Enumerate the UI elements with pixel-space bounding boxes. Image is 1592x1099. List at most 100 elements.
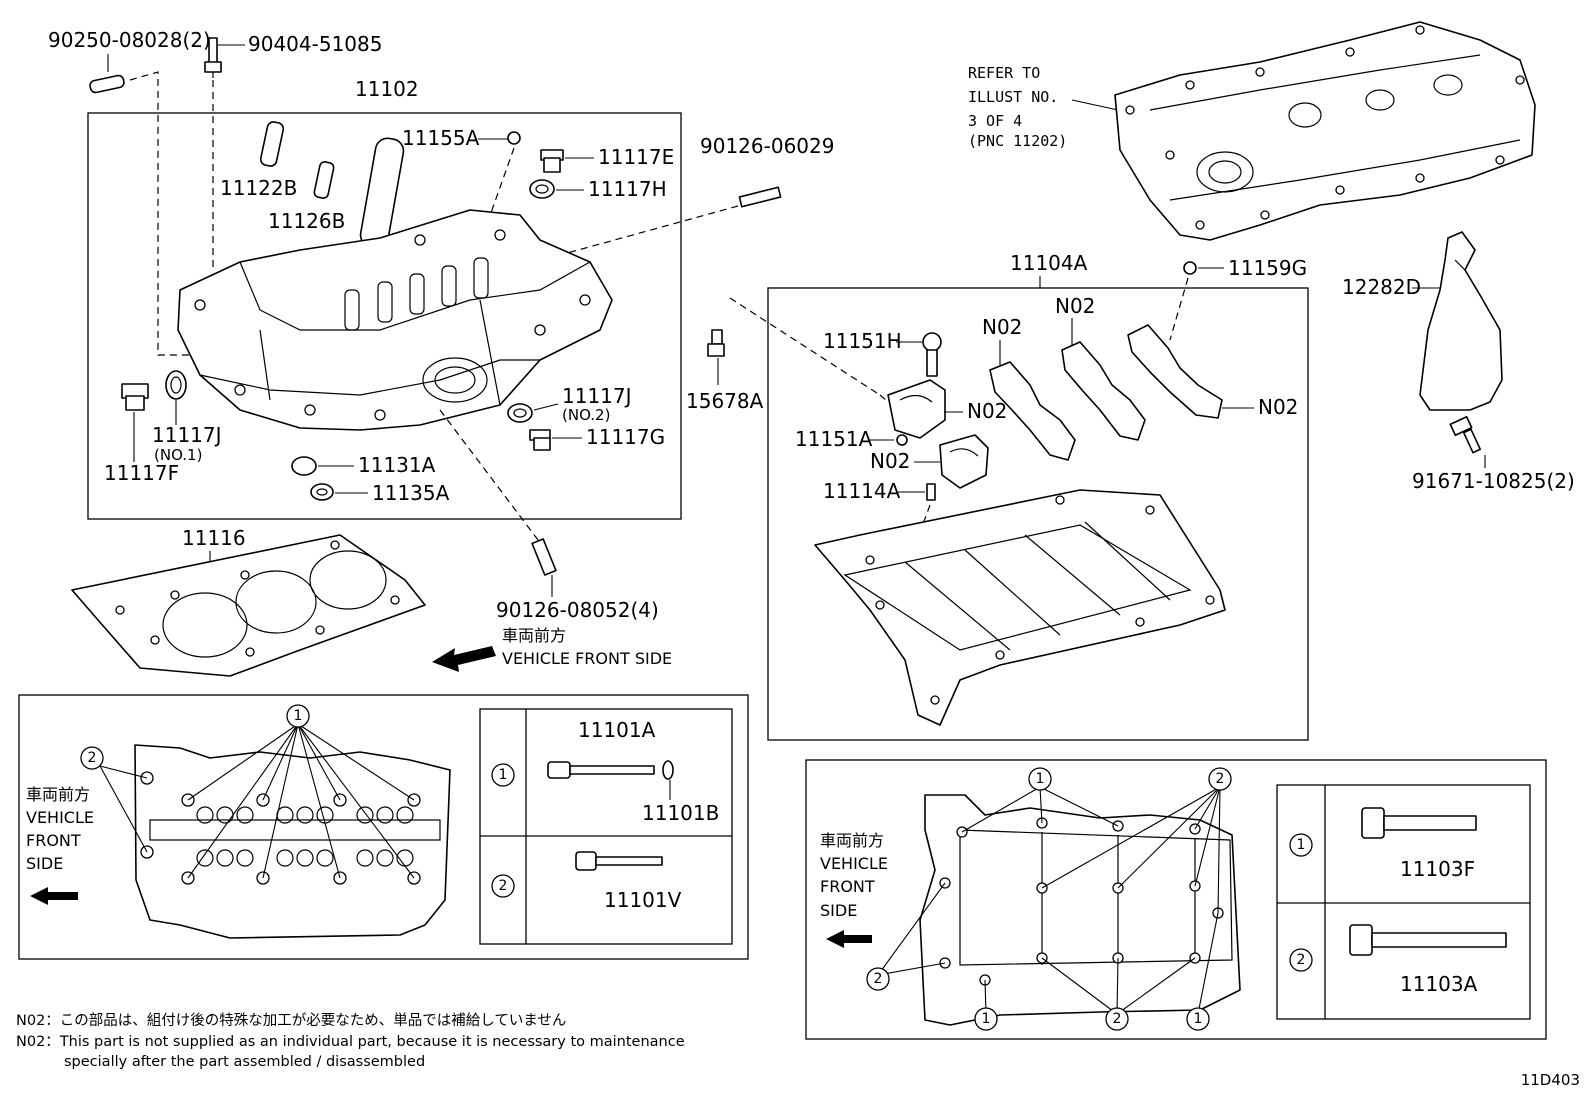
label-11122B[interactable]: 11122B	[220, 176, 297, 200]
label-11116[interactable]: 11116	[182, 526, 246, 550]
table-right-row2-callout: 2	[1297, 952, 1306, 968]
housing-bolt-table	[1276, 784, 1531, 1020]
dowel-pin-90250	[89, 74, 125, 94]
front-stack-l2-left[interactable]: FRONT	[26, 831, 81, 850]
stud-90404	[204, 37, 222, 78]
front-stack-jp-right[interactable]: 車両前方	[820, 831, 884, 850]
callout-2-housing-left: 2	[874, 971, 883, 987]
camshaft-housing-frame	[767, 287, 1309, 741]
label-11159G[interactable]: 11159G	[1228, 256, 1307, 280]
label-90250[interactable]: 90250-08028(2)	[48, 28, 211, 52]
callout-2-head-inset[interactable]	[80, 746, 104, 770]
label-11155A[interactable]: 11155A	[402, 126, 480, 150]
label-11114A[interactable]: 11114A	[823, 479, 901, 503]
front-stack-l1-right[interactable]: VEHICLE	[820, 854, 888, 873]
cylinder-head-top-view	[134, 744, 451, 939]
label-11101B[interactable]: 11101B	[642, 801, 719, 825]
cam-cap-b	[939, 434, 989, 489]
table-right-row1-callout: 1	[1297, 837, 1306, 853]
label-90126-06029[interactable]: 90126-06029	[700, 134, 834, 158]
label-90126-08052[interactable]: 90126-08052(4)	[496, 598, 659, 622]
cylinder-head-body	[177, 209, 613, 431]
head-gasket-11116	[71, 534, 426, 677]
refer-line2[interactable]: ILLUST NO.	[968, 88, 1058, 106]
plug-15678A	[707, 329, 725, 357]
label-no2[interactable]: (NO.2)	[562, 406, 610, 424]
callout-2-housing-bottom: 2	[1113, 1011, 1122, 1027]
head-bolt-inset-frame	[18, 694, 749, 960]
label-11117G[interactable]: 11117G	[586, 425, 665, 449]
label-no1[interactable]: (NO.1)	[154, 446, 202, 464]
front-stack-jp-left[interactable]: 車両前方	[26, 785, 90, 804]
front-stack-l1-left[interactable]: VEHICLE	[26, 808, 94, 827]
label-11151H[interactable]: 11151H	[823, 329, 902, 353]
label-11117F[interactable]: 11117F	[104, 461, 179, 485]
table-row1-callout: 1	[499, 767, 508, 783]
vehicle-front-arrow	[432, 646, 496, 672]
callout-1-housing-bottom-right: 1	[1194, 1011, 1203, 1027]
refer-line4[interactable]: (PNC 11202)	[968, 132, 1067, 150]
label-n02-a[interactable]: N02	[967, 399, 1007, 423]
label-11117J-no1[interactable]: 11117J	[152, 423, 222, 447]
bolt-11101V	[575, 851, 663, 871]
callout-2-head-inset-text: 2	[88, 750, 97, 766]
bolt-11103F	[1361, 807, 1477, 839]
label-11151A[interactable]: 11151A	[795, 427, 873, 451]
cam-bearing-cap-1	[989, 361, 1076, 461]
front-stack-l2-right[interactable]: FRONT	[820, 877, 875, 896]
cylinder-head-frame	[87, 112, 682, 520]
label-11101V[interactable]: 11101V	[604, 888, 682, 912]
label-11131A[interactable]: 11131A	[358, 453, 436, 477]
head-bolt-table	[479, 708, 733, 945]
front-stack-l3-left[interactable]: SIDE	[26, 854, 63, 873]
bolt-91671	[1449, 415, 1482, 454]
cam-cap-a	[887, 379, 946, 439]
label-15678A[interactable]: 15678A	[686, 389, 764, 413]
label-11126B[interactable]: 11126B	[268, 209, 345, 233]
label-90404[interactable]: 90404-51085	[248, 32, 382, 56]
label-11101A[interactable]: 11101A	[578, 718, 656, 742]
plug-11117G	[529, 429, 551, 451]
label-n02-e[interactable]: N02	[1258, 395, 1298, 419]
callout-1-housing-bottom-left: 1	[982, 1011, 991, 1027]
table-row2-callout: 2	[499, 878, 508, 894]
cam-bearing-cap-2	[1061, 341, 1146, 441]
label-91671[interactable]: 91671-10825(2)	[1412, 469, 1575, 493]
plug-11117F	[121, 383, 149, 411]
refer-line1[interactable]: REFER TO	[968, 64, 1040, 82]
plug-11117E	[540, 149, 564, 173]
label-11135A[interactable]: 11135A	[372, 481, 450, 505]
label-11103A[interactable]: 11103A	[1400, 972, 1478, 996]
bolt-11101A	[547, 760, 674, 780]
callout-1-housing-top: 1	[1036, 771, 1045, 787]
illustration-code: 11D403	[1520, 1071, 1580, 1089]
front-en[interactable]: VEHICLE FRONT SIDE	[502, 649, 672, 668]
camshaft-housing-body	[814, 489, 1226, 726]
plate-12282D	[1419, 231, 1503, 411]
front-stack-l3-right[interactable]: SIDE	[820, 901, 857, 920]
callout-1-head-inset[interactable]	[286, 704, 310, 728]
note-en-line1: N02：This part is not supplied as an indi…	[16, 1034, 685, 1050]
stud-90126-06029	[738, 186, 782, 208]
cylinder-head-cover	[1114, 21, 1536, 241]
label-12282D[interactable]: 12282D	[1342, 275, 1421, 299]
stud-90126-08052	[531, 538, 557, 576]
label-11102[interactable]: 11102	[355, 77, 419, 101]
label-11104A[interactable]: 11104A	[1010, 251, 1088, 275]
housing-bolt-inset-frame	[805, 759, 1547, 1040]
label-n02-c[interactable]: N02	[982, 315, 1022, 339]
front-arrow-left-inset	[30, 887, 78, 905]
label-11117J-no2[interactable]: 11117J	[562, 384, 632, 408]
label-n02-b[interactable]: N02	[870, 449, 910, 473]
callout-2-housing-top: 2	[1216, 771, 1225, 787]
callout-1-head-inset-text: 1	[294, 708, 303, 724]
label-11117H[interactable]: 11117H	[588, 177, 667, 201]
guide-11122B	[259, 121, 285, 167]
label-11103F[interactable]: 11103F	[1400, 857, 1475, 881]
label-n02-d[interactable]: N02	[1055, 294, 1095, 318]
guide-11126B	[313, 161, 335, 199]
front-arrow-right-inset	[826, 930, 872, 948]
front-jp[interactable]: 車両前方	[502, 626, 566, 645]
refer-line3[interactable]: 3 OF 4	[968, 112, 1022, 130]
label-11117E[interactable]: 11117E	[598, 145, 674, 169]
